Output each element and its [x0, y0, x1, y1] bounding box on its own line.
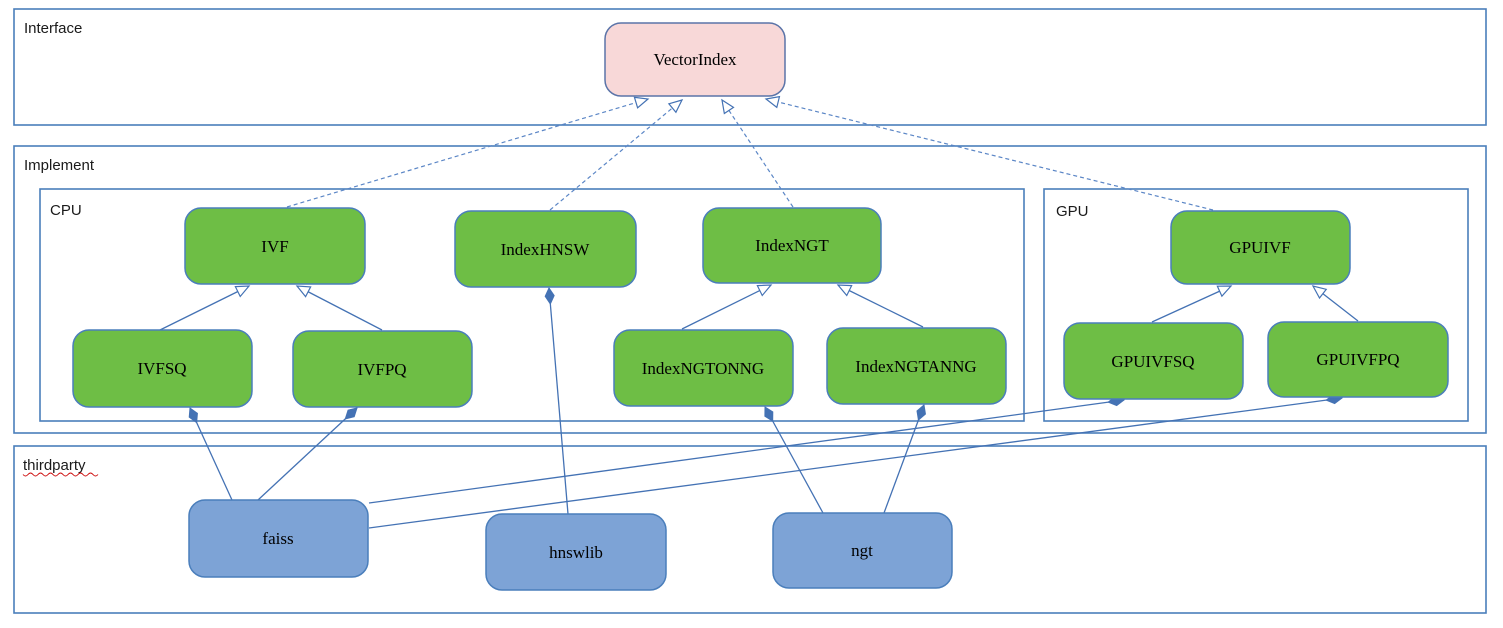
section-interface: Interface [13, 8, 1487, 126]
node-ivfsq-label: IVFSQ [137, 359, 186, 378]
section-thirdparty-frame [13, 445, 1487, 614]
node-vectorindex[interactable]: VectorIndex [604, 22, 786, 97]
node-ivfpq[interactable]: IVFPQ [292, 330, 473, 408]
node-ngt-label: ngt [851, 541, 873, 560]
node-ivf[interactable]: IVF [184, 207, 366, 285]
node-gpuivfpq-shape[interactable] [1267, 321, 1449, 398]
edge-indexngtonng-to-indexngt [681, 284, 773, 330]
node-indexhnsw[interactable]: IndexHNSW [454, 210, 637, 288]
node-vectorindex-shape[interactable] [604, 22, 786, 97]
edge-ivf-to-vectorindex [286, 96, 650, 208]
node-gpuivfpq[interactable]: GPUIVFPQ [1267, 321, 1449, 398]
node-indexhnsw-label: IndexHNSW [501, 240, 591, 259]
edge-indexngt-to-vectorindex [721, 98, 794, 208]
node-gpuivfsq[interactable]: GPUIVFSQ [1063, 322, 1244, 400]
node-indexngt-label: IndexNGT [755, 236, 829, 255]
nodes-layer: VectorIndex IVF IndexHNSW IndexNGT GPUIV… [72, 22, 1449, 591]
edge-faiss-to-ivfpq [257, 407, 358, 501]
node-faiss[interactable]: faiss [188, 499, 369, 578]
section-cpu-label: CPU [50, 202, 82, 219]
edge-gpuivf-to-vectorindex [764, 95, 1214, 211]
node-indexhnsw-shape[interactable] [454, 210, 637, 288]
edge-ivfsq-to-ivf [159, 285, 251, 331]
node-ivfpq-label: IVFPQ [357, 360, 406, 379]
node-indexngtanng[interactable]: IndexNGTANNG [826, 327, 1007, 405]
node-ivfsq[interactable]: IVFSQ [72, 329, 253, 408]
spellcheck-underline [22, 472, 99, 477]
section-thirdparty-label: thirdparty [23, 457, 86, 474]
node-ivf-label: IVF [261, 237, 288, 256]
node-vectorindex-label: VectorIndex [653, 50, 737, 69]
edge-faiss-to-gpuivfpq [368, 394, 1344, 529]
section-gpu-label: GPU [1056, 203, 1089, 220]
node-indexngtanng-label: IndexNGTANNG [855, 357, 976, 376]
node-faiss-shape[interactable] [188, 499, 369, 578]
node-gpuivf-label: GPUIVF [1229, 238, 1290, 257]
node-hnswlib[interactable]: hnswlib [485, 513, 667, 591]
section-implement: Implement [13, 145, 1487, 434]
node-indexngt-shape[interactable] [702, 207, 882, 284]
section-cpu-frame [39, 188, 1025, 422]
node-ngt-shape[interactable] [772, 512, 953, 589]
edge-ngt-to-indexngtanng [883, 404, 926, 514]
edge-faiss-to-ivfsq [188, 407, 233, 501]
node-indexngtonng-shape[interactable] [613, 329, 794, 407]
edge-ngt-to-indexngtonng [764, 406, 824, 514]
section-interface-frame [13, 8, 1487, 126]
node-indexngt[interactable]: IndexNGT [702, 207, 882, 284]
section-interface-label: Interface [24, 20, 82, 37]
node-hnswlib-shape[interactable] [485, 513, 667, 591]
node-ivfpq-shape[interactable] [292, 330, 473, 408]
node-gpuivfpq-label: GPUIVFPQ [1316, 350, 1399, 369]
node-indexngtonng[interactable]: IndexNGTONNG [613, 329, 794, 407]
edge-faiss-to-gpuivfsq [368, 396, 1126, 504]
node-faiss-label: faiss [262, 529, 293, 548]
section-cpu: CPU [39, 188, 1025, 422]
edge-gpuivfsq-to-gpuivf [1151, 285, 1233, 323]
node-ivf-shape[interactable] [184, 207, 366, 285]
edge-indexhnsw-to-vectorindex [549, 99, 684, 211]
node-indexngtonng-label: IndexNGTONNG [642, 359, 764, 378]
section-gpu: GPU [1043, 188, 1469, 422]
section-implement-frame [13, 145, 1487, 434]
section-gpu-frame [1043, 188, 1469, 422]
section-implement-label: Implement [24, 157, 95, 174]
node-ngt[interactable]: ngt [772, 512, 953, 589]
node-gpuivfsq-label: GPUIVFSQ [1111, 352, 1194, 371]
edge-indexngtanng-to-indexngt [836, 284, 924, 328]
node-gpuivf-shape[interactable] [1170, 210, 1351, 285]
node-gpuivf[interactable]: GPUIVF [1170, 210, 1351, 285]
section-thirdparty: thirdparty [13, 445, 1487, 614]
node-ivfsq-shape[interactable] [72, 329, 253, 408]
edges-layer [159, 95, 1359, 529]
node-indexngtanng-shape[interactable] [826, 327, 1007, 405]
edge-gpuivfpq-to-gpuivf [1311, 285, 1359, 322]
node-hnswlib-label: hnswlib [549, 543, 603, 562]
edge-hnswlib-to-indexhnsw [544, 286, 569, 515]
node-gpuivfsq-shape[interactable] [1063, 322, 1244, 400]
edge-ivfpq-to-ivf [295, 285, 383, 331]
